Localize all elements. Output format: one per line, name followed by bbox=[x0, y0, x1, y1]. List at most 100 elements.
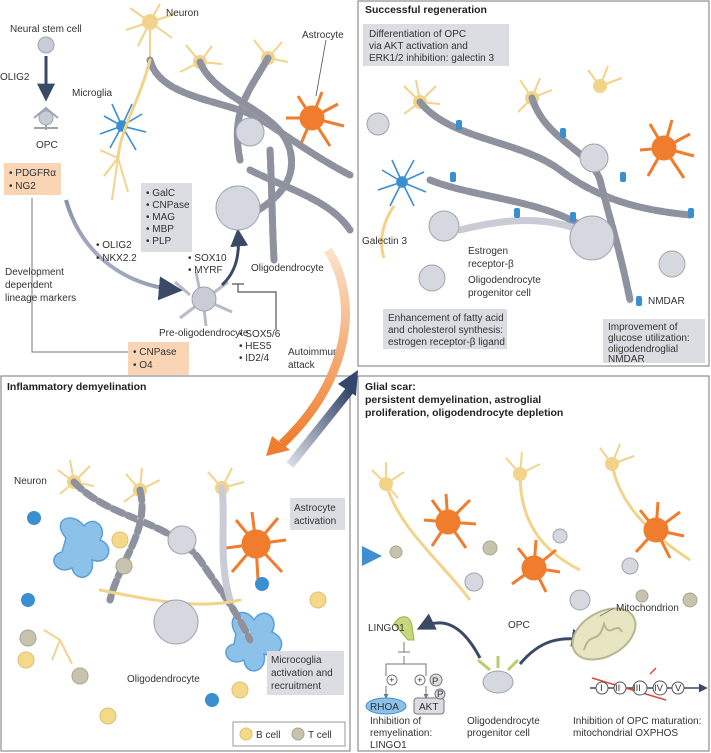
box2-line2: and cholesterol synthesis: bbox=[388, 325, 503, 336]
complex-5-circle bbox=[671, 681, 685, 695]
plus-circle-1 bbox=[386, 674, 398, 686]
box1-line3: ERK1/2 inhibition: galectin 3 bbox=[369, 53, 495, 64]
lingo1-branches bbox=[385, 656, 427, 676]
microglia-activation-box bbox=[267, 651, 344, 695]
complex-3: III bbox=[633, 683, 641, 694]
legend-b-cell: B cell bbox=[256, 730, 280, 741]
tf-nkx22: • NKX2.2 bbox=[96, 253, 137, 264]
regeneration-arrowhead bbox=[338, 370, 358, 396]
complex-4-circle bbox=[652, 680, 668, 696]
box3-line3: oligodendroglial bbox=[608, 344, 678, 355]
box2-line3: estrogen receptor-β ligand bbox=[388, 337, 505, 348]
micro-box-line2: activation and bbox=[271, 668, 333, 679]
complex-2: II bbox=[615, 683, 620, 694]
astro-box-line2: activation bbox=[294, 516, 336, 527]
legend: B cell T cell bbox=[232, 721, 346, 747]
neuron-label-tl: Neuron bbox=[166, 8, 199, 19]
top-left-section: Neural stem cell OLIG2 OPC • PDGFRα • NG… bbox=[0, 3, 354, 375]
t-cells-blue bbox=[21, 511, 269, 707]
regeneration-title: Successful regeneration bbox=[365, 4, 487, 16]
p-label-1: P bbox=[432, 676, 438, 687]
pdgfra-box bbox=[4, 163, 61, 195]
lingo1-label: LINGO1 bbox=[368, 623, 405, 634]
oligodendrocyte-label: Oligodendrocyte bbox=[251, 263, 324, 274]
panel-bottom-left bbox=[0, 375, 351, 752]
astrocyte-cell bbox=[286, 91, 345, 147]
cap1-line1: Inhibition of bbox=[370, 716, 421, 727]
oligodendrocyte-bl-2 bbox=[167, 525, 197, 555]
neuron-label-bl: Neuron bbox=[14, 476, 47, 487]
microglia-label: Microglia bbox=[72, 88, 112, 99]
estrogen-label-2: receptor-β bbox=[468, 259, 514, 270]
opc-tr-label-2: progenitor cell bbox=[468, 288, 531, 299]
oligodendrocyte-cell-2 bbox=[235, 117, 265, 147]
p-circle-1 bbox=[429, 673, 443, 687]
dev-label-2: dependent bbox=[5, 280, 52, 291]
oligodendrocyte-tr-2 bbox=[579, 143, 609, 173]
box2-line1: Enhancement of fatty acid bbox=[388, 313, 504, 324]
pdgfra-marker: • PDGFRα bbox=[9, 168, 56, 179]
box1-line2: via AKT activation and bbox=[369, 41, 468, 52]
glial-scar-arrowhead bbox=[362, 546, 382, 566]
olig2-label: OLIG2 bbox=[0, 72, 30, 83]
akt-node bbox=[413, 697, 445, 715]
cap1-line3: LINGO1 bbox=[370, 740, 407, 751]
opc-to-lingo-arrow bbox=[416, 613, 482, 659]
myelin-proteins-box bbox=[141, 183, 192, 252]
neuron-bottom-right bbox=[371, 443, 691, 601]
opc-tr-cell-2 bbox=[658, 250, 686, 278]
astrocyte-label: Astrocyte bbox=[302, 30, 344, 41]
dev-label-3: lineage markers bbox=[5, 293, 76, 304]
astrocyte-bottom-left bbox=[225, 511, 287, 581]
autoimmune-label-2: attack bbox=[288, 360, 316, 371]
box3-line1: Improvement of bbox=[608, 322, 678, 333]
oligodendrocyte-tr-3 bbox=[428, 210, 460, 242]
rhoa-label: RHOA bbox=[370, 702, 399, 713]
inflammatory-title: Inflammatory demyelination bbox=[7, 381, 146, 393]
oligodendrocyte-bl-1 bbox=[153, 599, 199, 645]
glial-scar-title-1: Glial scar: bbox=[365, 381, 416, 393]
cnpase-marker: • CNPase bbox=[133, 347, 177, 358]
legend-b-cell-swatch bbox=[239, 727, 253, 741]
tf-myrf: • MYRF bbox=[188, 265, 223, 276]
inhibitor-id24: • ID2/4 bbox=[239, 353, 270, 364]
complex-2-circle bbox=[613, 681, 627, 695]
myelin-mbp: • MBP bbox=[146, 224, 174, 235]
plus-1: + bbox=[389, 675, 395, 686]
astro-box-line1: Astrocyte bbox=[294, 503, 336, 514]
nmdar-receptors bbox=[450, 120, 694, 306]
autoimmune-arrowhead bbox=[266, 436, 290, 456]
myelin-cnpase: • CNPase bbox=[146, 200, 190, 211]
micro-box-line3: recruitment bbox=[271, 681, 321, 692]
p-label-2: P bbox=[437, 689, 443, 700]
microglia-cell bbox=[99, 103, 147, 151]
b-cells bbox=[17, 531, 327, 725]
opc-label: OPC bbox=[36, 140, 58, 151]
neuron-top-left bbox=[99, 3, 289, 201]
myelin-mag: • MAG bbox=[146, 212, 175, 223]
complex-5: V bbox=[675, 683, 682, 694]
astrocytes-bottom-right bbox=[423, 493, 685, 593]
autoimmune-label-1: Autoimmune bbox=[288, 347, 345, 358]
mitochondrion-label: Mitochondrion bbox=[616, 603, 679, 614]
cap3-line2: mitochondrial OXPHOS bbox=[573, 728, 678, 739]
inhibitor-line bbox=[232, 283, 277, 330]
pre-oligo-label: Pre-oligodendrocyte bbox=[159, 328, 249, 339]
nmdar-box bbox=[603, 319, 705, 363]
opc-tr-cell bbox=[418, 264, 446, 292]
opc-br-label: OPC bbox=[508, 620, 530, 631]
opcs-bottom-right bbox=[464, 528, 639, 611]
myelin-plp: • PLP bbox=[146, 236, 172, 247]
pre-oligodendrocyte-cell bbox=[174, 271, 233, 327]
oligodendrocyte-tr-1 bbox=[569, 215, 615, 261]
micro-box-line1: Microcoglia bbox=[271, 655, 322, 666]
neuron-top-right bbox=[380, 65, 623, 259]
tf-sox10: • SOX10 bbox=[188, 253, 227, 264]
complex-1: I bbox=[600, 683, 603, 694]
oxphos-chain bbox=[590, 667, 708, 701]
cap3-line1: Inhibition of OPC maturation: bbox=[573, 716, 701, 727]
oligodendrocyte-label-bl: Oligodendrocyte bbox=[127, 674, 200, 685]
plus-2: + bbox=[417, 675, 423, 686]
galectin-box bbox=[363, 24, 509, 66]
plus-circle-2 bbox=[414, 674, 426, 686]
